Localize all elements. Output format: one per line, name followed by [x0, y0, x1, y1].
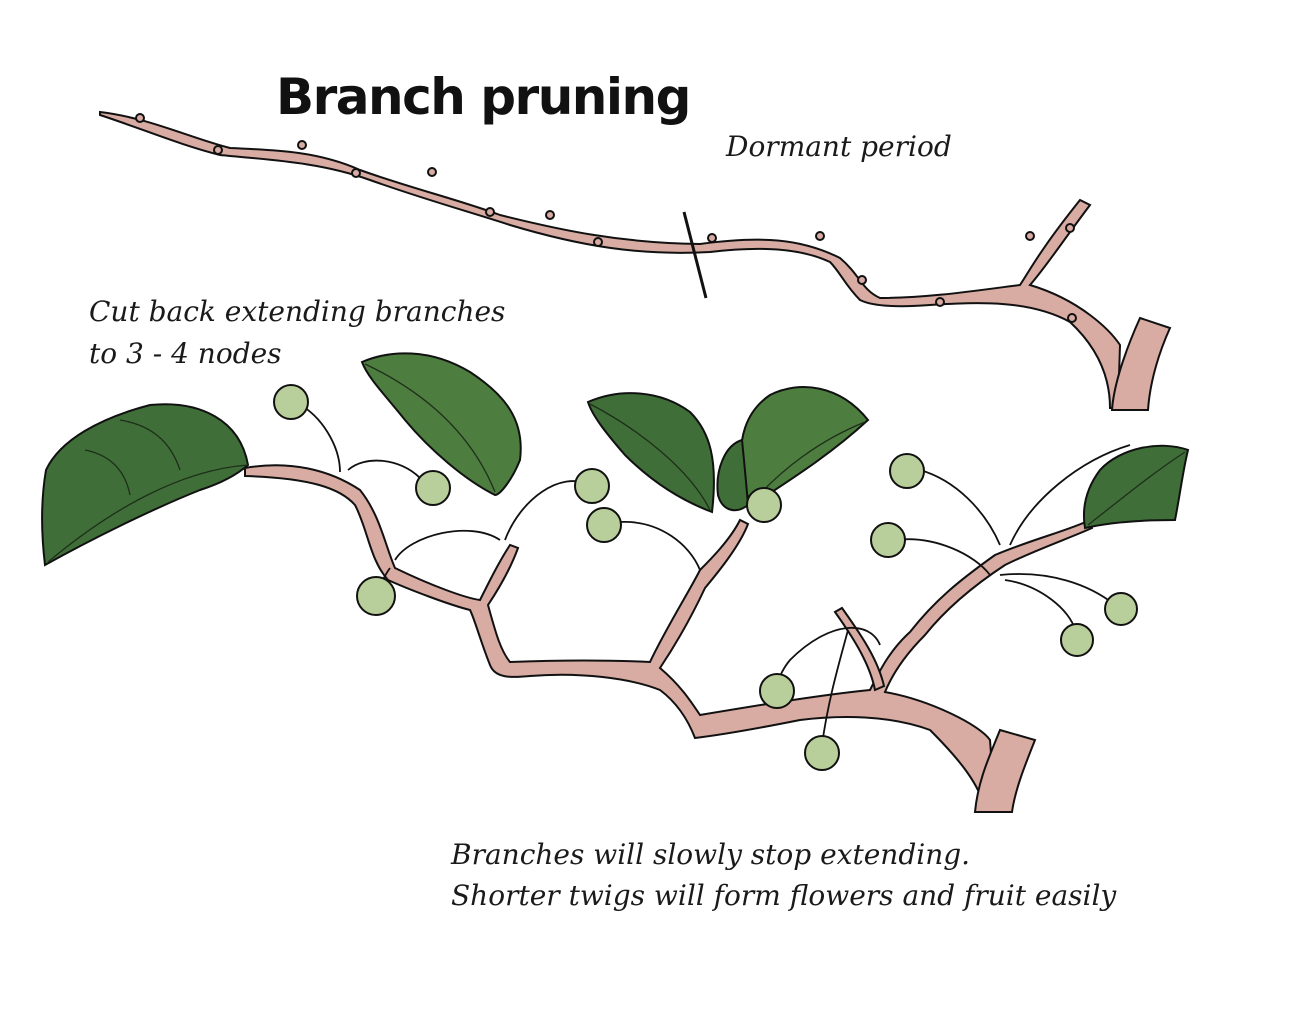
- leaf-icon: [586, 392, 715, 514]
- fruit-icon: [759, 673, 795, 709]
- cut-back-line-1: Cut back extending branches: [89, 295, 506, 328]
- result-line-1: Branches will slowly stop extending.: [451, 838, 971, 871]
- fruit-icon: [586, 507, 622, 543]
- dormant-branch-sketch: [99, 110, 1172, 411]
- pruning-cut-mark: [682, 211, 708, 299]
- fruit-icon: [870, 522, 906, 558]
- leaves: [41, 352, 1190, 567]
- result-line-2: Shorter twigs will form flowers and frui…: [451, 879, 1117, 912]
- fruiting-branch-fill: [244, 464, 1094, 811]
- diagram-title: Branch pruning: [276, 68, 691, 126]
- fruiting-branch-sketch: [244, 464, 1094, 813]
- leaf-icon: [739, 386, 870, 507]
- dormant-buds: [135, 113, 1077, 323]
- dormant-branch-fill: [99, 110, 1122, 409]
- fruiting-trunk: [973, 728, 1037, 813]
- fruit-icon: [1060, 623, 1094, 657]
- cut-back-line-2: to 3 - 4 nodes: [89, 337, 282, 370]
- fruit-icon: [273, 384, 309, 420]
- leaf-icon: [360, 352, 522, 497]
- result-description: Branches will slowly stop extending. Sho…: [451, 834, 1116, 916]
- fruit-icon: [804, 735, 840, 771]
- fruit-icon: [746, 487, 782, 523]
- fruit-icon: [415, 470, 451, 506]
- fruit-icon: [889, 453, 925, 489]
- fruit-icon: [574, 468, 610, 504]
- fruits: [273, 384, 1138, 771]
- fruit-icon: [356, 576, 396, 616]
- fruit-icon: [1104, 592, 1138, 626]
- dormant-period-label: Dormant period: [726, 130, 952, 163]
- cut-back-instruction: Cut back extending branches to 3 - 4 nod…: [89, 291, 505, 375]
- dormant-trunk: [1110, 316, 1172, 411]
- leaf-icon: [41, 403, 250, 567]
- leaf-icon: [716, 438, 750, 512]
